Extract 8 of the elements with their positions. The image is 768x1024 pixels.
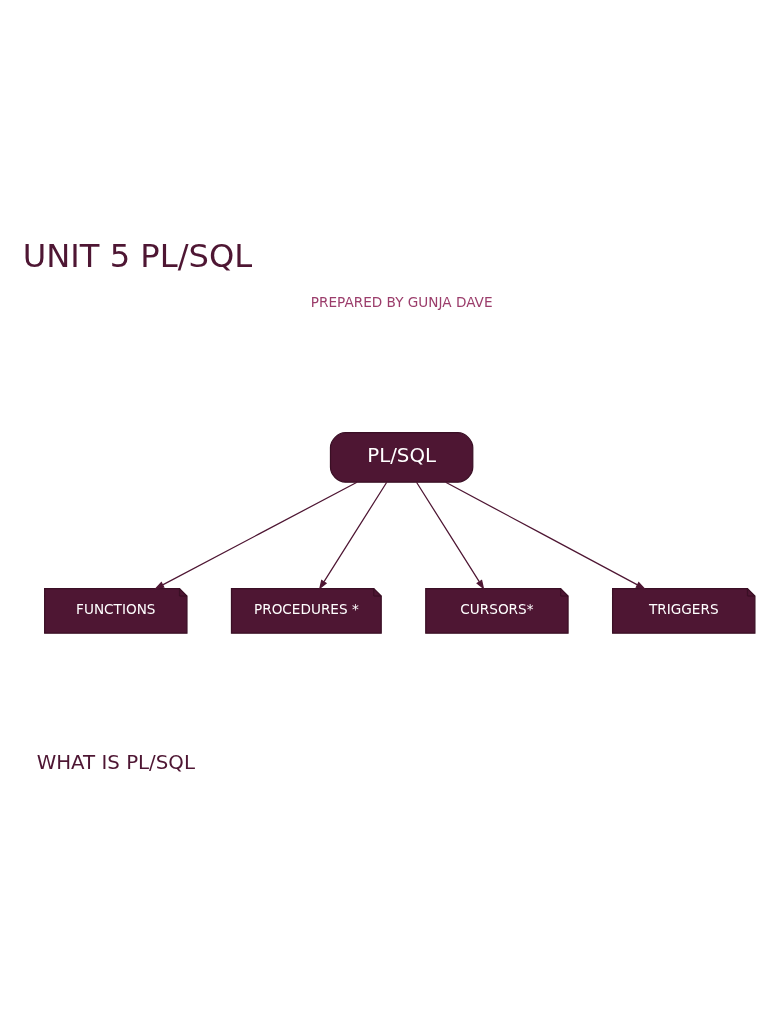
label: PREPARED BY GUNJA DAVE [310,293,493,310]
arrow [445,481,646,589]
arrow [415,481,485,590]
arrow [318,481,388,590]
arrow [154,481,358,589]
label: WHAT IS PL/SQL [36,750,195,774]
node-box: PL/SQL [329,431,474,483]
diagram-title: UNIT 5 PL/SQL [22,236,253,275]
